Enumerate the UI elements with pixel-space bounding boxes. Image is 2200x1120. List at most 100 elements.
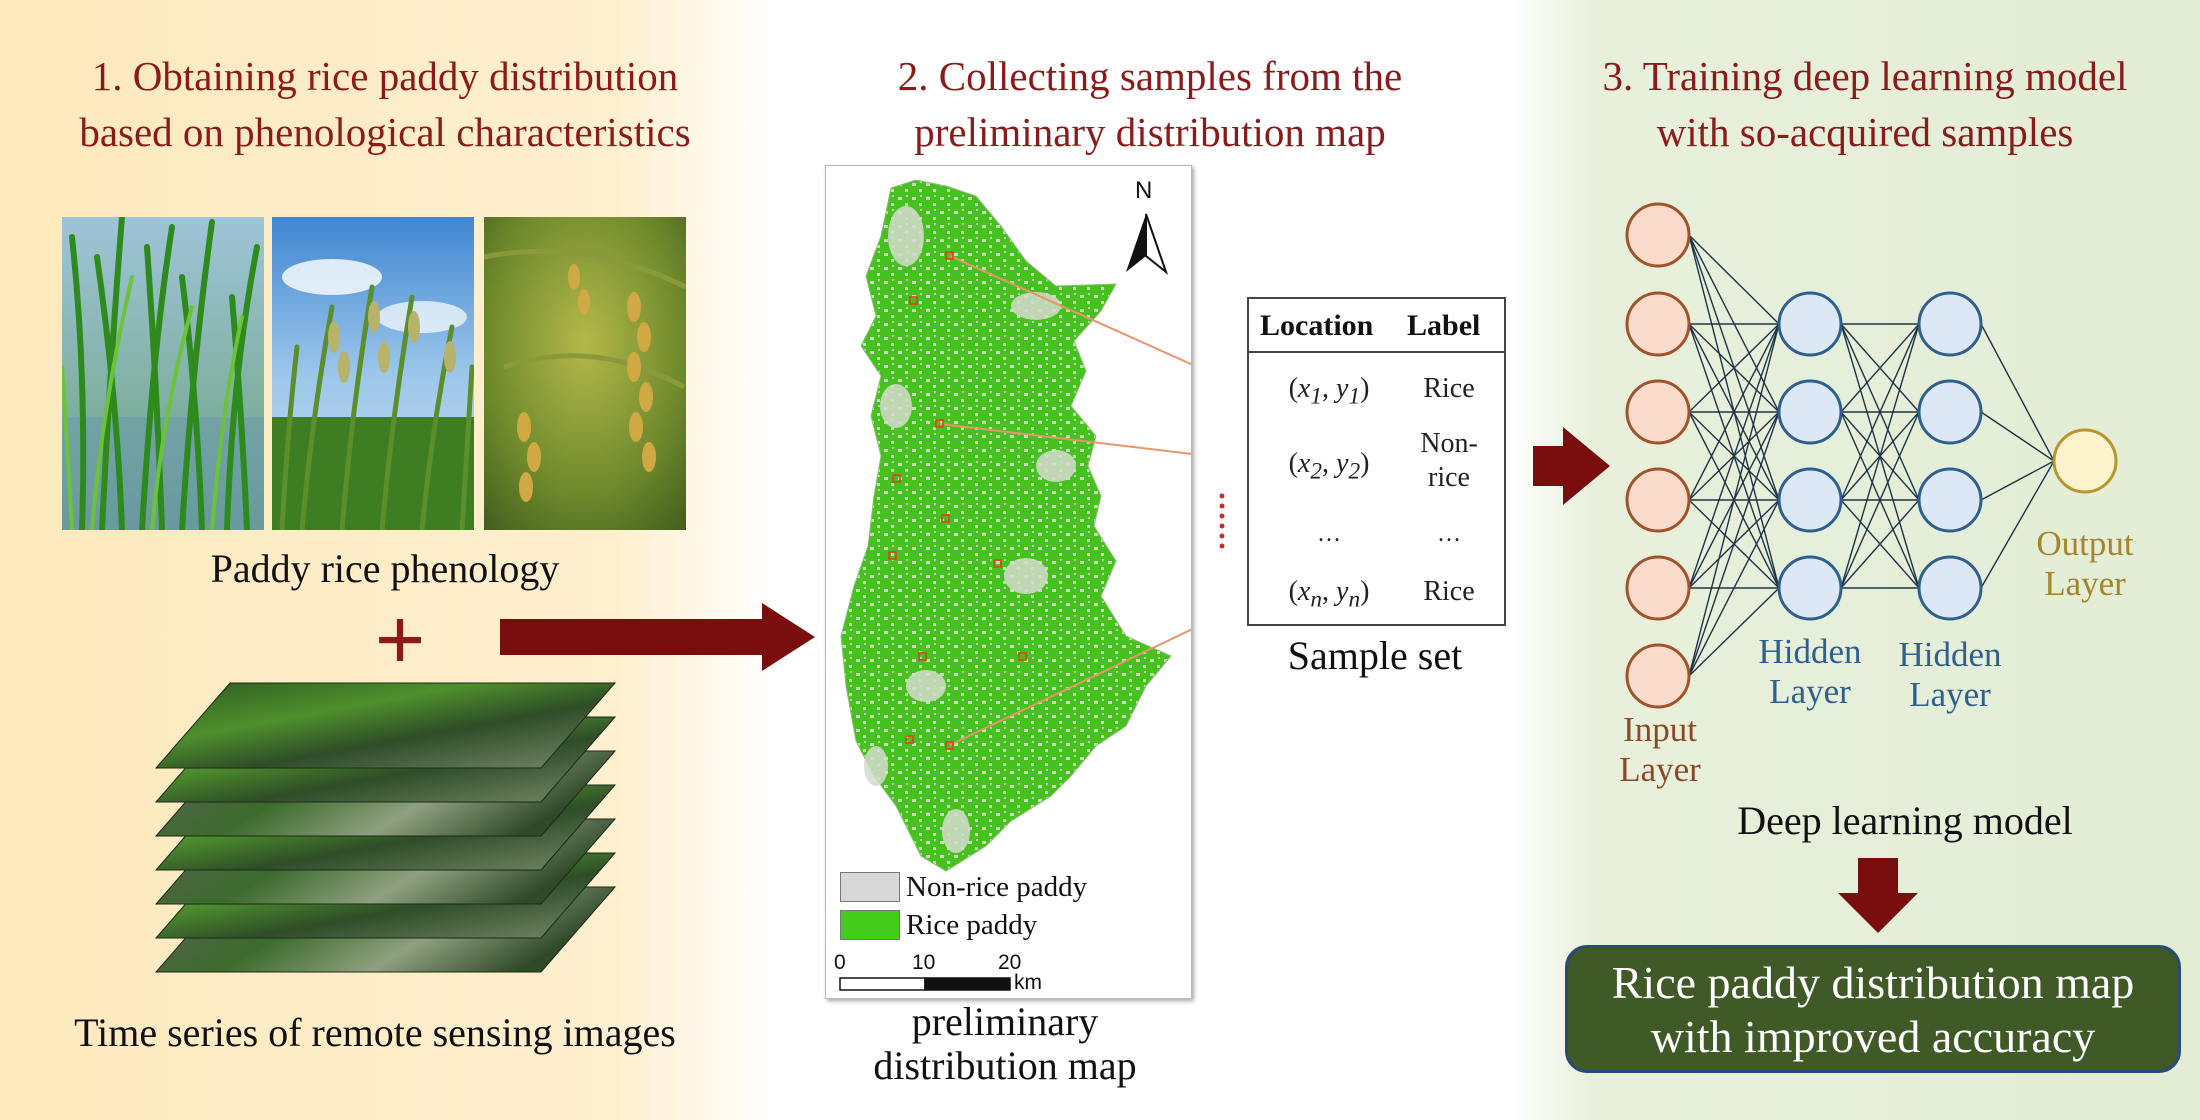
input-layer-label: Input Layer <box>1600 710 1720 790</box>
hidden1-node <box>1777 379 1843 445</box>
input-node <box>1625 202 1691 268</box>
table-row-2-label: Non- rice <box>1409 427 1489 495</box>
result-line1: Rice paddy distribution map <box>1611 957 2135 1008</box>
hidden2-node <box>1917 291 1983 357</box>
step1-title-line1: 1. Obtaining rice paddy distribution <box>91 53 679 99</box>
step1-title: 1. Obtaining rice paddy distribution bas… <box>0 48 770 160</box>
output-layer-label-line1: Output <box>2036 524 2134 563</box>
plus-sign: + <box>374 591 426 690</box>
hidden-layer-2-label: Hidden Layer <box>1880 635 2020 715</box>
input-node <box>1625 555 1691 621</box>
hidden2-node <box>1917 555 1983 621</box>
network-edge <box>1688 323 1780 589</box>
result-line2: with improved accuracy <box>1650 1011 2096 1062</box>
table-row-n-label: Rice <box>1423 576 1475 607</box>
network-edge <box>1840 323 1920 589</box>
phenology-label: Paddy rice phenology <box>210 546 560 591</box>
input-node <box>1625 467 1691 533</box>
table-row-n-location: (xn, yn) <box>1288 576 1370 613</box>
network-edge <box>1688 323 1780 677</box>
sample-lines <box>939 255 1191 746</box>
step3-title: 3. Training deep learning model with so-… <box>1530 48 2200 160</box>
network-edge <box>1688 587 1780 677</box>
north-label: N <box>1135 177 1153 204</box>
hidden-layer-2-label-line1: Hidden <box>1898 635 2002 674</box>
preliminary-map: N Non-rice paddy Rice paddy 0 10 20 km <box>825 165 1192 999</box>
legend-label-nonrice: Non-rice paddy <box>906 871 1088 903</box>
sample-points <box>888 251 1027 750</box>
table-row-2-location: (x2, y2) <box>1288 448 1370 485</box>
network-edge <box>1840 323 1920 413</box>
input-layer-label-line1: Input <box>1623 710 1697 749</box>
hidden2-node <box>1917 379 1983 445</box>
scale-unit: km <box>1014 971 1042 994</box>
stack-label: Time series of remote sensing images <box>74 1010 676 1055</box>
scale-tick-10: 10 <box>912 951 936 974</box>
legend-swatch-rice <box>840 910 900 940</box>
step2-title-line1: 2. Collecting samples from the <box>897 53 1403 99</box>
rice-heading-photo <box>272 217 474 530</box>
network-edge <box>1980 460 2055 501</box>
table-row-1-label: Rice <box>1423 373 1475 404</box>
network-edge <box>1688 323 1780 501</box>
hidden-layer-2-label-line2: Layer <box>1909 675 1991 714</box>
network-edge <box>1840 323 1920 501</box>
input-node <box>1625 643 1691 709</box>
step3-title-line1: 3. Training deep learning model <box>1602 53 2128 99</box>
map-graphic <box>839 179 1191 991</box>
output-layer-label-line2: Layer <box>2044 564 2126 603</box>
table-row-1-location: (x1, y1) <box>1288 373 1370 410</box>
result-box: Rice paddy distribution map with improve… <box>1565 945 2181 1073</box>
hidden1-node <box>1777 291 1843 357</box>
hidden1-node <box>1777 555 1843 621</box>
network-edge <box>1840 499 1920 589</box>
north-arrow-icon <box>1126 213 1169 275</box>
network-edge <box>1688 323 1780 413</box>
remote-sensing-stack <box>154 682 617 973</box>
network-edge <box>1688 499 1780 677</box>
scale-tick-20: 20 <box>998 951 1022 974</box>
table-row-2-label-line2: rice <box>1428 462 1470 493</box>
input-node <box>1625 291 1691 357</box>
map-caption-line2: distribution map <box>873 1043 1137 1088</box>
step1-title-line2: based on phenological characteristics <box>79 109 691 155</box>
hidden-layer-1-label-line1: Hidden <box>1758 632 1862 671</box>
table-header-label: Label <box>1407 309 1481 342</box>
network-edge <box>1980 411 2055 462</box>
scale-bar <box>839 977 1011 991</box>
sample-set-caption: Sample set <box>1287 633 1463 678</box>
step2-title: 2. Collecting samples from the prelimina… <box>770 48 1530 160</box>
table-row-2-label-line1: Non- <box>1420 428 1478 459</box>
output-node <box>2052 428 2118 494</box>
hidden1-node <box>1777 467 1843 533</box>
rice-mature-photo <box>484 217 686 530</box>
table-header-divider <box>1249 351 1504 353</box>
table-row-ellipsis-location: … <box>1317 521 1341 547</box>
map-caption: preliminary distribution map <box>805 1000 1205 1088</box>
rice-seedling-photo <box>62 217 264 530</box>
network-edge <box>1688 411 1780 677</box>
legend-label-rice: Rice paddy <box>906 909 1038 941</box>
map-caption-line1: preliminary <box>911 999 1099 1044</box>
network-edge <box>1688 234 1780 325</box>
step2-title-line2: preliminary distribution map <box>914 109 1386 155</box>
table-row-ellipsis-label: … <box>1437 521 1461 547</box>
step3-title-line2: with so-acquired samples <box>1656 109 2074 155</box>
step3-panel <box>1510 0 2200 1120</box>
scale-tick-0: 0 <box>834 951 846 974</box>
hidden-layer-1-label: Hidden Layer <box>1740 632 1880 712</box>
input-layer-label-line2: Layer <box>1619 750 1701 789</box>
output-layer-label: Output Layer <box>2020 524 2150 604</box>
legend-swatch-nonrice <box>840 872 900 902</box>
input-node <box>1625 379 1691 445</box>
network-edge <box>1840 411 1920 589</box>
sample-table: Location Label (x1, y1) Rice (x2, y2) No… <box>1247 297 1506 626</box>
network-edge <box>1980 460 2055 589</box>
model-caption: Deep learning model <box>1737 798 2073 843</box>
hidden2-node <box>1917 467 1983 533</box>
